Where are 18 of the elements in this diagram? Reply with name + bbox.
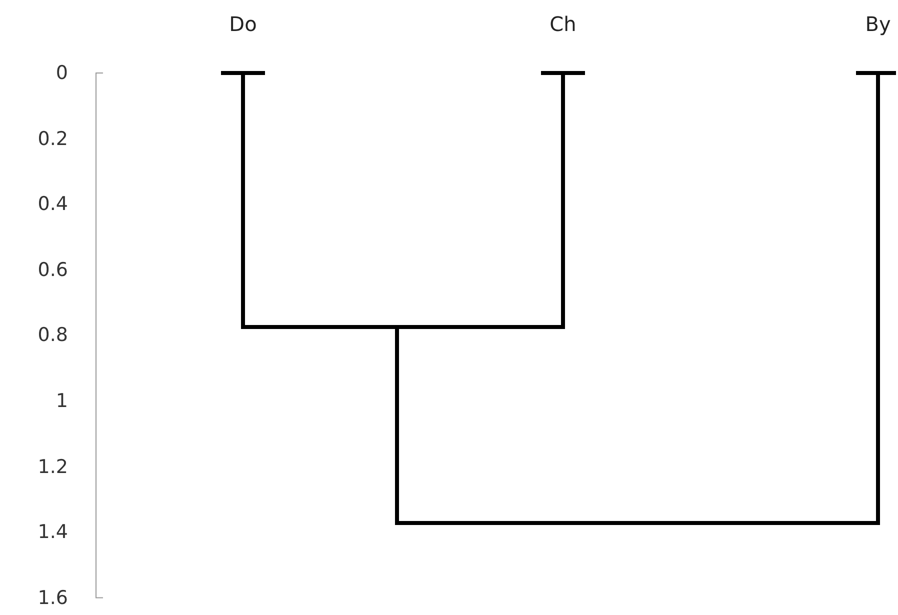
axis-tick-label: 1.6 <box>36 586 68 609</box>
axis-tick-label: 0.2 <box>36 128 68 150</box>
dendrogram-branch <box>219 70 267 327</box>
axis-tick-label: 1.2 <box>36 456 68 478</box>
axis-tick-label: 0.8 <box>36 324 68 346</box>
merge-bar <box>395 521 880 525</box>
leaf-label: Do <box>228 12 258 36</box>
axis-tick-label: 0.4 <box>36 193 68 216</box>
axis-tick-label: 0.6 <box>36 258 68 281</box>
leaf-label: Ch <box>548 12 578 36</box>
dendrogram-branch <box>395 329 399 521</box>
leaf-label: By <box>864 12 892 36</box>
dendrogram-branch <box>539 70 587 327</box>
axis-tick-label: 1.4 <box>36 521 68 544</box>
dendrogram-branch <box>854 70 898 523</box>
axis-tick-label: 0 <box>54 62 68 84</box>
axis-tick-label: 1 <box>54 390 68 412</box>
merge-bar <box>241 325 565 329</box>
